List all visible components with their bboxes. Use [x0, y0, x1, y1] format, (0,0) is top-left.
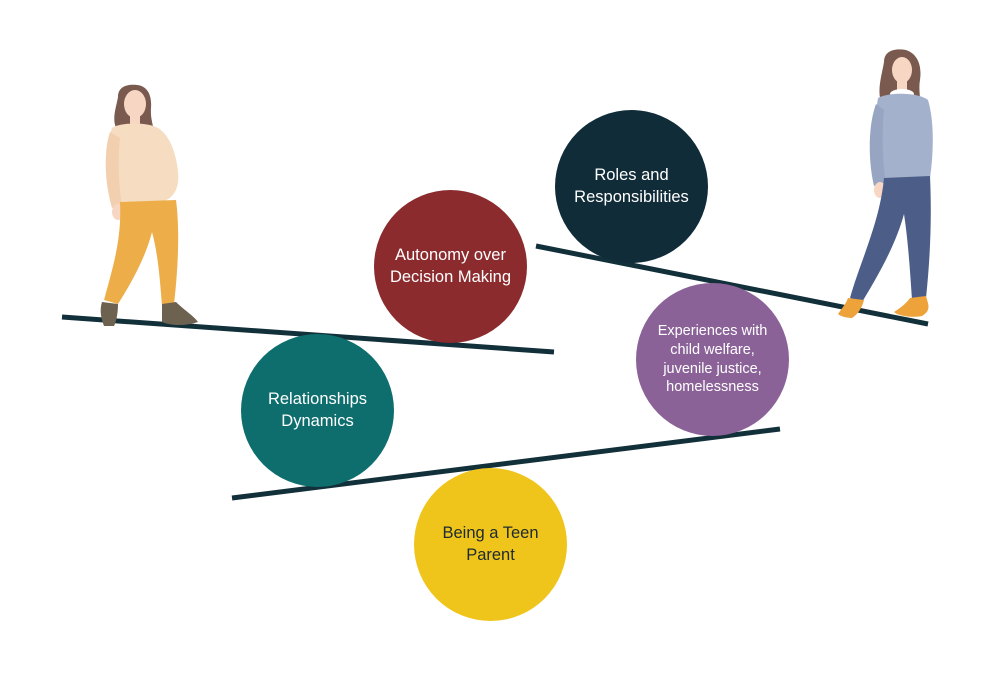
circle-experiences-with-systems: Experiences with child welfare, juvenile… [636, 283, 789, 436]
pregnant-woman-figure-icon [100, 84, 198, 326]
circle-being-a-teen-parent: Being a Teen Parent [414, 468, 567, 621]
standing-woman-figure-icon [838, 49, 933, 318]
circle-label: Experiences with child welfare, juvenile… [657, 322, 768, 396]
circle-label: Relationships Dynamics [267, 390, 368, 430]
circle-autonomy-over-decision-making: Autonomy over Decision Making [374, 190, 527, 343]
circle-label: Roles and Responsibilities [574, 166, 689, 206]
circle-roles-and-responsibilities: Roles and Responsibilities [555, 110, 708, 263]
circle-relationships-dynamics: Relationships Dynamics [241, 334, 394, 487]
circle-label: Being a Teen Parent [442, 524, 539, 564]
circle-label: Autonomy over Decision Making [389, 246, 512, 286]
